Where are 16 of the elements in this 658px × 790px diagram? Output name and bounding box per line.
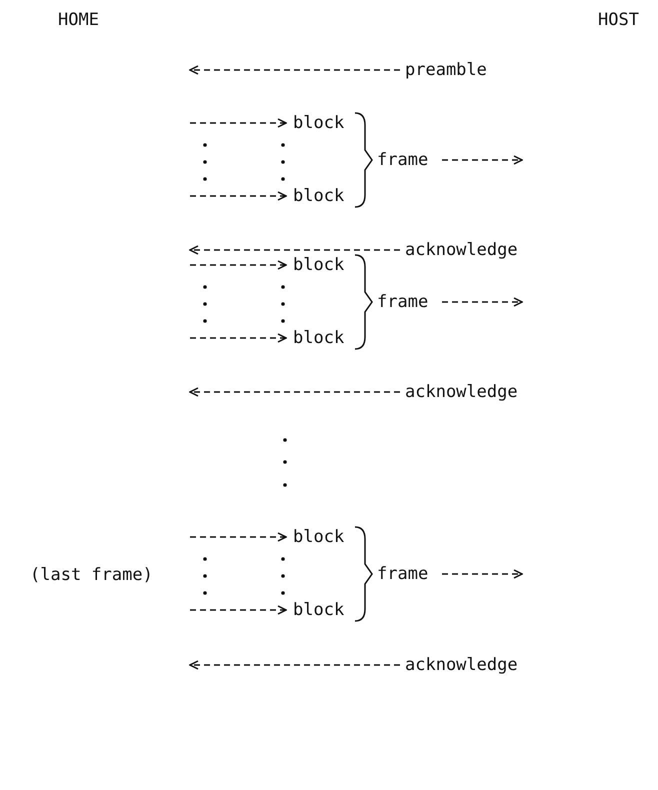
label-text: frame — [377, 292, 428, 312]
label-text: block — [293, 527, 344, 547]
label-text: frame — [377, 150, 428, 170]
label-text: block — [293, 255, 344, 275]
label-text: acknowledge — [405, 240, 518, 260]
label-text: preamble — [405, 60, 487, 80]
label-text: block — [293, 328, 344, 348]
label-text: block — [293, 113, 344, 133]
label-text: HOST — [598, 10, 639, 30]
label-text: HOME — [58, 10, 99, 30]
label-text: block — [293, 186, 344, 206]
label-text: block — [293, 600, 344, 620]
label-text: frame — [377, 564, 428, 584]
label-text: acknowledge — [405, 382, 518, 402]
label-text: acknowledge — [405, 655, 518, 675]
label-text: (last frame) — [30, 565, 153, 585]
